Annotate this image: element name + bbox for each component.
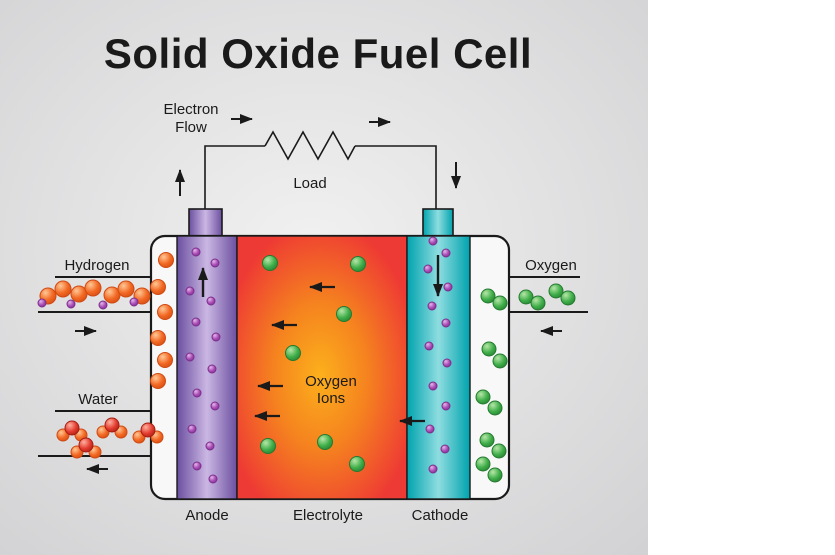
proton-ion: [441, 401, 451, 411]
proton-ion: [425, 424, 435, 434]
hydrogen-molecule: [157, 304, 173, 320]
proton-ion: [211, 332, 221, 342]
load-label: Load: [293, 175, 326, 192]
proton-ion: [443, 282, 453, 292]
hydrogen-molecule: [158, 252, 174, 268]
proton-ion: [206, 296, 216, 306]
oxygen-ion: [260, 438, 276, 454]
oxygen-ion: [262, 255, 278, 271]
oxygen-ions-label-line1: Oxygen: [305, 373, 357, 390]
proton-ion: [192, 388, 202, 398]
oxygen-molecule: [487, 400, 503, 416]
proton-ion: [191, 317, 201, 327]
proton-ion: [428, 381, 438, 391]
anode-label: Anode: [185, 507, 228, 524]
water-oxygen-atom: [140, 422, 156, 438]
resistor-symbol: [264, 130, 356, 161]
proton-ion: [185, 286, 195, 296]
hydrogen-molecules-inlet-layer: [39, 279, 151, 305]
proton-ion: [441, 318, 451, 328]
hydrogen-molecule: [150, 330, 166, 346]
water-molecules-layer: [56, 417, 164, 459]
cathode-layer: [406, 235, 471, 500]
oxygen-molecule: [530, 295, 546, 311]
hydrogen-molecule: [150, 279, 166, 295]
oxygen-ion: [350, 256, 366, 272]
proton-ions-inlet-layer: [37, 297, 139, 310]
oxygen-molecules-inlet-layer: [480, 283, 576, 311]
proton-ion: [192, 461, 202, 471]
hydrogen-molecules-cell-layer: [150, 252, 174, 389]
proton-ion: [210, 258, 220, 268]
oxygen-ion: [336, 306, 352, 322]
proton-ion: [37, 298, 47, 308]
oxygen-molecule: [481, 341, 497, 357]
electron-flow-label-line2: Flow: [175, 119, 207, 136]
proton-ion: [423, 264, 433, 274]
proton-ion: [210, 401, 220, 411]
hydrogen-label: Hydrogen: [64, 257, 129, 274]
anode-terminal: [188, 208, 223, 238]
proton-ion: [427, 301, 437, 311]
anode-layer: [176, 235, 238, 500]
proton-ion: [440, 444, 450, 454]
proton-ion: [207, 364, 217, 374]
anode-ions-layer: [185, 247, 221, 484]
oxygen-ion: [349, 456, 365, 472]
oxygen-molecule: [475, 389, 491, 405]
oxygen-molecule: [492, 295, 508, 311]
circuit-wire-right: [355, 145, 437, 212]
oxygen-label: Oxygen: [525, 257, 577, 274]
hydrogen-molecule: [54, 280, 72, 298]
oxygen-ions-layer: [260, 255, 366, 472]
hydrogen-molecule: [84, 279, 102, 297]
oxygen-molecule: [475, 456, 491, 472]
cathode-label: Cathode: [412, 507, 469, 524]
proton-ion: [442, 358, 452, 368]
oxygen-molecule: [548, 283, 564, 299]
oxygen-ions-label-line2: Ions: [317, 390, 345, 407]
oxygen-ion: [317, 434, 333, 450]
electrolyte-layer: [236, 235, 408, 500]
proton-ion: [185, 352, 195, 362]
oxygen-molecule: [560, 290, 576, 306]
proton-ion: [191, 247, 201, 257]
oxygen-molecule: [492, 353, 508, 369]
water-oxygen-atom: [64, 420, 80, 436]
cathode-ions-layer: [423, 236, 453, 474]
proton-ion: [187, 424, 197, 434]
proton-ion: [424, 341, 434, 351]
cathode-terminal: [422, 208, 454, 238]
oxygen-molecules-cell-layer: [475, 341, 508, 483]
circuit-wire-left: [204, 145, 265, 212]
oxygen-molecule: [518, 289, 534, 305]
oxygen-molecule: [479, 432, 495, 448]
water-label: Water: [78, 391, 117, 408]
proton-ion: [129, 297, 139, 307]
proton-ion: [428, 464, 438, 474]
proton-ion: [205, 441, 215, 451]
water-oxygen-atom: [78, 437, 94, 453]
proton-ion: [208, 474, 218, 484]
proton-ion: [98, 300, 108, 310]
hydrogen-molecule: [117, 280, 135, 298]
oxygen-ion: [285, 345, 301, 361]
oxygen-molecule: [491, 443, 507, 459]
hydrogen-molecule: [157, 352, 173, 368]
electrolyte-label: Electrolyte: [293, 507, 363, 524]
electron-flow-label-line1: Electron: [163, 101, 218, 118]
hydrogen-molecule: [150, 373, 166, 389]
diagram-title: Solid Oxide Fuel Cell: [104, 30, 532, 77]
proton-ion: [66, 299, 76, 309]
proton-ion: [441, 248, 451, 258]
proton-ion: [428, 236, 438, 246]
oxygen-molecule: [480, 288, 496, 304]
water-oxygen-atom: [104, 417, 120, 433]
oxygen-molecule: [487, 467, 503, 483]
